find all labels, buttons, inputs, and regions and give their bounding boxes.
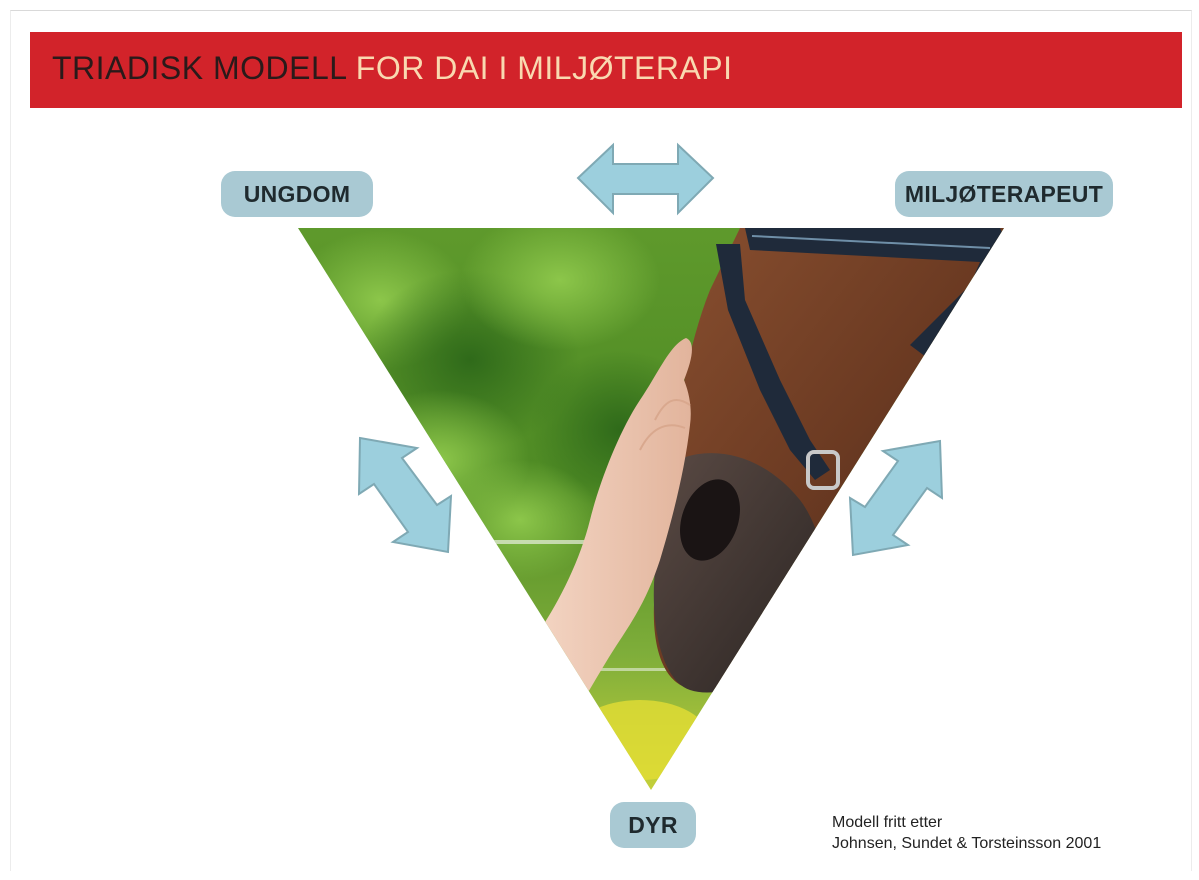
credit-text: Modell fritt etter Johnsen, Sundet & Tor… [832,812,1101,854]
double-headed-arrow-icon-right [848,439,944,557]
credit-line-1: Modell fritt etter [832,814,943,831]
title-part-dark: TRIADISK MODELL [52,50,347,86]
double-headed-arrow-icon [576,142,715,216]
node-miljoterapeut: MILJØTERAPEUT [895,171,1113,217]
node-dyr: DYR [610,802,696,848]
double-headed-arrow-icon-left [357,436,453,554]
slide-frame [10,10,1192,871]
page-title: TRIADISK MODELL FOR DAI I MILJØTERAPI [52,32,733,108]
node-ungdom: UNGDOM [221,171,373,217]
title-bar: TRIADISK MODELL FOR DAI I MILJØTERAPI [30,32,1182,108]
credit-line-2: Johnsen, Sundet & Torsteinsson 2001 [832,835,1102,852]
title-part-light: FOR DAI I MILJØTERAPI [355,50,733,86]
